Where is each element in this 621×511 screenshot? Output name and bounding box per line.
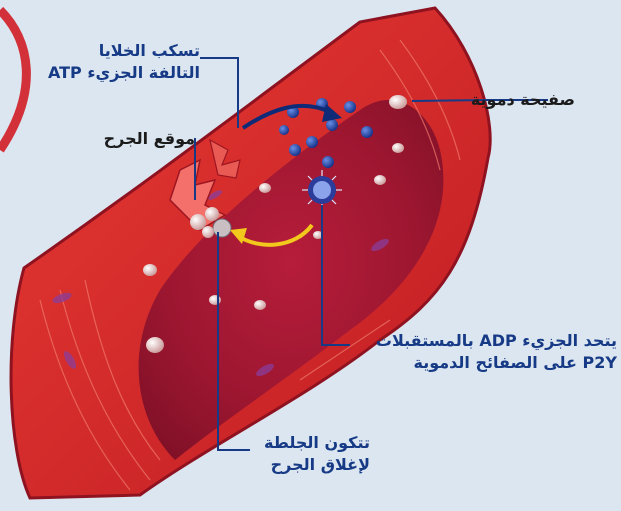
label-adp-binding-line1: يتحد الجزيء ADP بالمستقبلات [352,330,617,352]
activated-platelet-icon [302,170,342,210]
background-vessel-edge [0,10,26,150]
label-clot-forms-line1: تتكون الجلطة [250,432,370,454]
label-damaged-cells-line1: تسكب الخلايا [50,40,200,62]
label-wound-site-text: موقع الجرح [95,128,195,150]
label-damaged-cells-line2: التالفة الجزيء ATP [50,62,200,84]
label-clot-forms: تتكون الجلطة لإغلاق الجرح [250,432,370,475]
label-platelet: صفيحة دموية [465,89,575,111]
label-adp-binding: يتحد الجزيء ADP بالمستقبلات P2Y على الصف… [352,330,617,373]
label-clot-forms-line2: لإغلاق الجرح [250,454,370,476]
label-wound-site: موقع الجرح [95,128,195,150]
label-adp-binding-line2: P2Y على الصفائح الدموية [352,352,617,374]
label-platelet-text: صفيحة دموية [465,89,575,111]
label-damaged-cells: تسكب الخلايا التالفة الجزيء ATP [50,40,200,83]
